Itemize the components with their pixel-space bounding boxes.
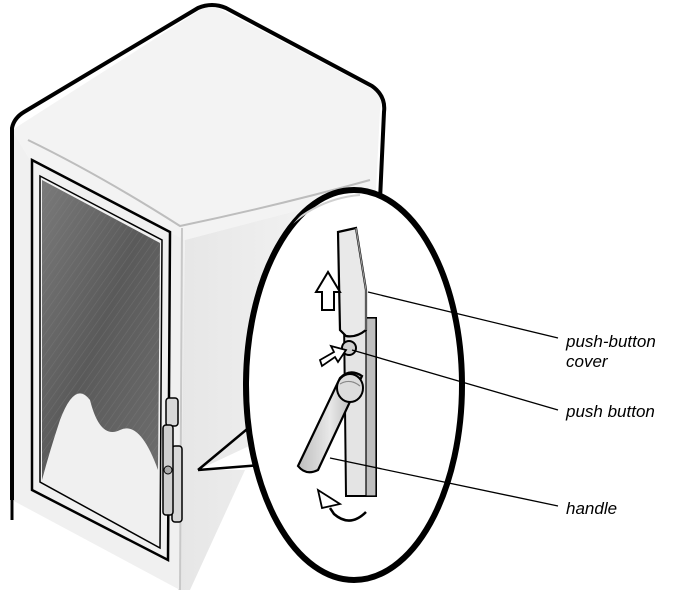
label-push-button-cover-line2: cover [566,352,608,371]
handle-part [296,371,364,474]
label-handle: handle [566,499,618,518]
label-push-button-cover-line1: push-button [566,332,656,351]
arrow-press-icon [318,344,348,368]
leader-handle [329,457,559,507]
cabinet-top-face [12,7,382,240]
cabinet-side-face [178,190,376,590]
label-push-button-cover: push-button cover [566,332,656,372]
cabinet-outline [10,3,387,500]
leader-pushbutton-cover [367,291,559,339]
arrow-up-icon [314,270,342,311]
cabinet-corner-edge [179,227,183,591]
door-latch-small [162,397,183,523]
leader-push-button [351,349,559,411]
leader-lines [329,291,559,507]
magnified-callout [197,187,465,583]
door-frame-inner [39,174,163,550]
cabinet-door [30,157,183,563]
label-push-button: push button [566,402,655,421]
cabinet-top-edge [27,139,371,228]
door-glass-hatch [42,180,160,480]
door-frame [30,157,172,563]
rotate-arrow-icon [316,488,367,522]
